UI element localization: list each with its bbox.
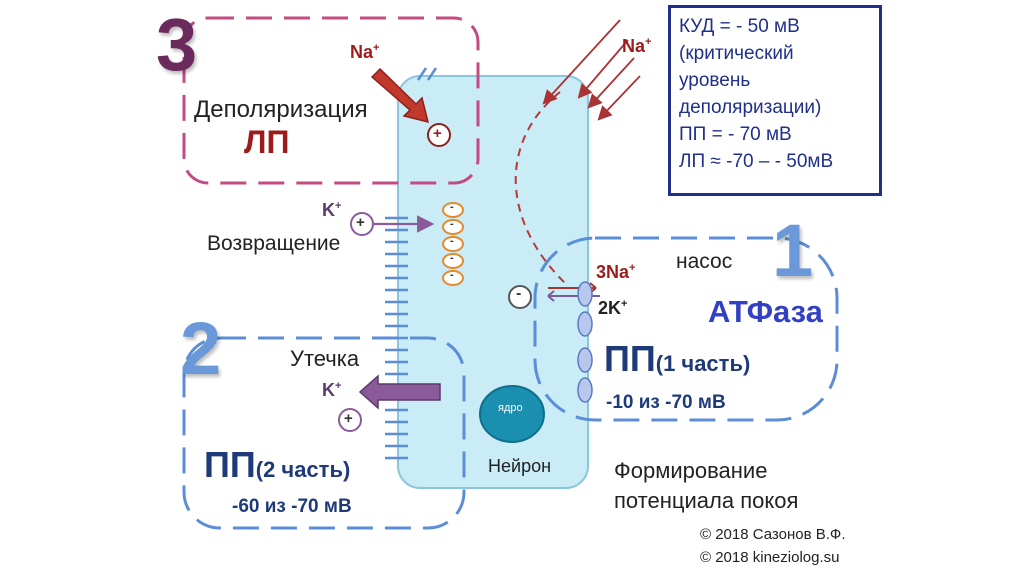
plus-ion-circle-leak bbox=[338, 408, 362, 432]
leak-box bbox=[182, 336, 466, 530]
neg-charge-1: - bbox=[450, 201, 454, 213]
depolarization-box bbox=[182, 16, 480, 185]
info-line-5: ПП = - 70 мВ bbox=[679, 124, 792, 145]
neg-charge-2: - bbox=[450, 218, 454, 230]
pp-part2-sub: (2 часть) bbox=[255, 457, 351, 482]
k-label-leak-sup: + bbox=[335, 380, 342, 392]
na-label-right-sup: + bbox=[645, 36, 652, 48]
plus-sign-leak: + bbox=[344, 410, 353, 427]
k-label-return: K+ bbox=[322, 200, 341, 221]
copyright-line-1: © 2018 Сазонов В.Ф. bbox=[700, 526, 846, 543]
neg-charge-3: - bbox=[450, 235, 454, 247]
nucleus-label: ядро bbox=[498, 402, 523, 414]
negative-charges bbox=[442, 202, 464, 286]
na-label-top-sup: + bbox=[373, 42, 380, 54]
na-influx-path bbox=[514, 91, 567, 285]
step-number-2: 2 bbox=[180, 307, 222, 390]
info-line-4: деполяризации) bbox=[679, 97, 822, 118]
neg-charge-5: - bbox=[450, 269, 454, 281]
k-leak-arrow bbox=[358, 374, 441, 410]
na-arrows-right bbox=[542, 19, 641, 121]
na3-label-text: 3Na bbox=[596, 262, 630, 282]
k2-label-sup: + bbox=[621, 298, 628, 310]
na-label-top-text: Na bbox=[350, 42, 374, 62]
neuron-label: Нейрон bbox=[488, 456, 552, 476]
plus-sign-top: + bbox=[433, 125, 442, 142]
pp-part2-value: -60 из -70 мВ bbox=[232, 496, 352, 517]
plus-ion-circle-top bbox=[427, 123, 451, 147]
plus-sign-k: + bbox=[356, 214, 365, 231]
pump-label: насос bbox=[676, 250, 733, 273]
pp-part1-value: -10 из -70 мВ bbox=[606, 392, 726, 413]
pp-part1-main: ПП bbox=[604, 338, 656, 379]
na3-label: 3Na+ bbox=[596, 262, 635, 283]
nucleus bbox=[479, 385, 545, 443]
plus-ion-circle-k bbox=[350, 212, 374, 236]
k2-label-text: 2K bbox=[598, 298, 622, 318]
pp-part1: ПП(1 часть) bbox=[604, 338, 750, 380]
caption-line-1: Формирование bbox=[614, 458, 768, 483]
info-line-1: КУД = - 50 мВ bbox=[679, 16, 800, 37]
info-line-3: уровень bbox=[679, 70, 751, 91]
info-line-6: ЛП ≈ -70 – - 50мВ bbox=[679, 151, 834, 172]
k-label-return-sup: + bbox=[335, 200, 342, 212]
pp-part2-main: ПП bbox=[204, 444, 256, 485]
k-label-leak-text: K bbox=[322, 380, 335, 400]
atf-label: АТФаза bbox=[708, 294, 823, 329]
copyright-line-2: © 2018 kineziolog.su bbox=[700, 549, 840, 566]
neuron-body bbox=[397, 75, 589, 489]
lp-label: ЛП bbox=[244, 124, 290, 160]
step-number-1: 1 bbox=[772, 209, 814, 292]
neg-charge-4: - bbox=[450, 252, 454, 264]
pp-part2: ПП(2 часть) bbox=[204, 444, 350, 486]
k2-label: 2K+ bbox=[598, 298, 627, 319]
na-channel-ticks bbox=[416, 67, 438, 81]
na-label-right: Na+ bbox=[622, 36, 651, 57]
info-line-2: (критический bbox=[679, 43, 794, 64]
step-number-3: 3 bbox=[156, 3, 198, 86]
minus-sign: - bbox=[516, 285, 522, 302]
pump-proteins bbox=[577, 281, 593, 403]
na-depolarization-arrow bbox=[370, 67, 430, 124]
k-label-return-text: K bbox=[322, 200, 335, 220]
caption-line-2: потенциала покоя bbox=[614, 488, 799, 513]
minus-ion-circle bbox=[508, 285, 532, 309]
pp-part1-sub: (1 часть) bbox=[655, 351, 751, 376]
depolarization-title: Деполяризация bbox=[194, 96, 368, 123]
na-label-right-text: Na bbox=[622, 36, 646, 56]
na3-label-sup: + bbox=[629, 262, 636, 274]
na-label-top: Na+ bbox=[350, 42, 379, 63]
leak-label: Утечка bbox=[290, 346, 360, 371]
k-label-leak: K+ bbox=[322, 380, 341, 401]
return-label: Возвращение bbox=[207, 232, 341, 255]
info-box: КУД = - 50 мВ (критический уровень депол… bbox=[668, 5, 882, 196]
pump-box bbox=[533, 236, 839, 422]
